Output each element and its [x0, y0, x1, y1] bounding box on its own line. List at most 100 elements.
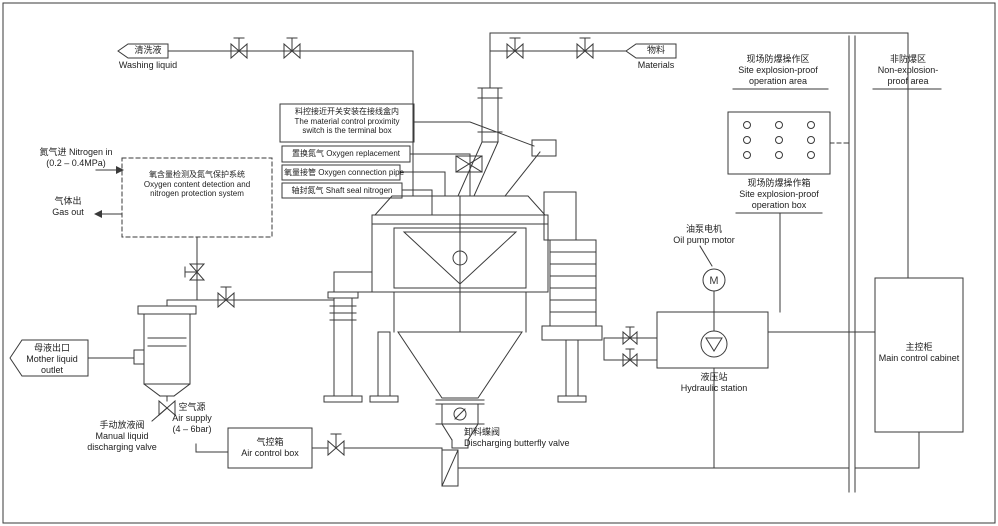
washing-liquid-zh: 清洗液 [134, 45, 162, 55]
valve-icon [184, 263, 206, 281]
non-explosion-en1: Non-explosion- [877, 64, 939, 75]
feed-pipe [481, 87, 499, 143]
nitrogen-system [94, 157, 335, 309]
discharge-cone [397, 331, 523, 399]
operation-box-zh: 现场防爆操作箱 [747, 178, 811, 188]
materials-label: 物料 [636, 45, 676, 56]
valve-icon [217, 286, 235, 309]
oil-pump-label: 油泵电机 Oil pump motor [664, 224, 744, 246]
nitrogen-in-label: 氮气进 Nitrogen in (0.2 – 0.4MPa) [26, 147, 126, 169]
gas-out-zh: 气体出 [54, 196, 82, 206]
gas-out-en: Gas out [52, 206, 84, 217]
butterfly-zh: 卸料蝶阀 [464, 427, 501, 437]
nitrogen-in-zh: 氮气进 Nitrogen in [39, 147, 113, 157]
air-supply-en1: Air supply [172, 412, 212, 423]
machine-leg [565, 339, 579, 397]
oil-pump-en: Oil pump motor [673, 234, 735, 245]
oil-pump-zh: 油泵电机 [685, 224, 722, 234]
air-control-zh: 气控箱 [256, 437, 284, 447]
main-cabinet-label: 主控柜 Main control cabinet [877, 342, 961, 364]
manual-valve-icon [151, 399, 176, 422]
pump-circle [700, 330, 728, 358]
operation-box-en1: Site explosion-proof [739, 188, 819, 199]
valve-icon [230, 37, 248, 60]
main-control-cabinet [874, 277, 964, 433]
materials-en: Materials [637, 60, 675, 70]
centrifuge [323, 87, 603, 403]
vessel-body [143, 313, 191, 385]
materials-line [489, 32, 677, 89]
oxygen-system-zh: 氧含量检测及氮气保护系统 [149, 170, 245, 179]
site-area-en2: operation area [748, 75, 808, 86]
air-supply-label: 空气源 Air supply (4 – 6bar) [158, 402, 226, 434]
arrow-right-icon [116, 166, 124, 174]
pump-icon [705, 337, 723, 352]
non-explosion-en2: proof area [887, 75, 929, 86]
hydraulic-label: 液压站 Hydraulic station [668, 372, 760, 394]
proximity-callout: 料控接近开关安装在接线盒内 The material control proxi… [282, 107, 412, 136]
manual-valve-zh: 手动放液阀 [99, 420, 145, 430]
gas-out-label: 气体出 Gas out [42, 196, 94, 218]
proximity-en2: switch is the terminal box [302, 126, 392, 136]
mother-liquid-zh: 母液出口 [33, 343, 70, 353]
machine-leg [377, 331, 391, 397]
non-explosion-label: 非防爆区 Non-explosion- proof area [864, 54, 952, 86]
valve-icon [506, 37, 524, 60]
air-control-label: 气控箱 Air control box [230, 437, 310, 459]
mother-liquid-en1: Mother liquid [26, 353, 78, 364]
replacement-callout: 置换氮气 Oxygen replacement [291, 149, 401, 158]
air-supply-zh: 空气源 [178, 402, 206, 412]
site-area-label: 现场防爆操作区 Site explosion-proof operation a… [722, 54, 834, 86]
butterfly-en: Discharging butterfly valve [464, 437, 570, 448]
site-area-zh: 现场防爆操作区 [746, 54, 810, 64]
feed-valve [455, 155, 483, 173]
air-control-en: Air control box [241, 447, 299, 458]
hydraulic-zh: 液压站 [700, 372, 728, 382]
manual-valve-en2: discharging valve [87, 441, 157, 452]
butterfly-valve-label: 卸料蝶阀 Discharging butterfly valve [464, 427, 604, 449]
butterfly-valve [397, 331, 523, 487]
callout-boxes [279, 103, 535, 216]
shaft-seal-callout: 轴封氮气 Shaft seal nitrogen [291, 186, 393, 195]
mother-liquid-label: 母液出口 Mother liquid outlet [18, 343, 86, 375]
oxygen-system-en2: nitrogen protection system [150, 189, 244, 199]
operation-box-label: 现场防爆操作箱 Site explosion-proof operation b… [720, 178, 838, 210]
valve-icon [622, 326, 638, 346]
hydraulic-station: M [603, 245, 876, 469]
site-area-en1: Site explosion-proof [738, 64, 818, 75]
valve-icon [327, 433, 345, 457]
terminal-box [531, 139, 557, 157]
washing-liquid-label: 清洗液 [128, 45, 168, 56]
nitrogen-in-range: (0.2 – 0.4MPa) [46, 157, 106, 168]
materials-tag-shape [625, 43, 677, 59]
valve-icon [576, 37, 594, 60]
proximity-zh: 料控接近开关安装在接线盒内 [295, 107, 399, 116]
operation-box [727, 111, 850, 313]
hydraulic-en: Hydraulic station [680, 382, 748, 393]
oxygen-pipe-callout: 氧量接管 Oxygen connection pipe [284, 168, 405, 177]
main-motor [549, 239, 597, 327]
valve-icon [283, 37, 301, 60]
mother-liquid-en2: outlet [40, 364, 64, 375]
cabinet-box [874, 277, 964, 433]
hydraulic-box [656, 311, 769, 369]
mother-liquid-vessel [9, 299, 197, 422]
manual-valve-en1: Manual liquid [95, 430, 149, 441]
materials-zh: 物料 [646, 45, 665, 55]
non-explosion-zh: 非防爆区 [889, 54, 926, 64]
signal-line-top [489, 32, 909, 279]
valve-icon [622, 348, 638, 368]
main-cabinet-en: Main control cabinet [878, 352, 960, 363]
manual-valve-label: 手动放液阀 Manual liquid discharging valve [78, 420, 166, 452]
oxygen-system-label: 氧含量检测及氮气保护系统 Oxygen content detection an… [126, 170, 268, 199]
zone-wall [732, 35, 942, 493]
washing-liquid-en: Washing liquid [118, 60, 178, 70]
air-control [195, 427, 920, 469]
air-supply-en2: (4 – 6bar) [172, 423, 212, 434]
proximity-en1: The material control proximity [294, 116, 400, 126]
belt-guard [543, 191, 577, 241]
main-cabinet-zh: 主控柜 [905, 342, 933, 352]
